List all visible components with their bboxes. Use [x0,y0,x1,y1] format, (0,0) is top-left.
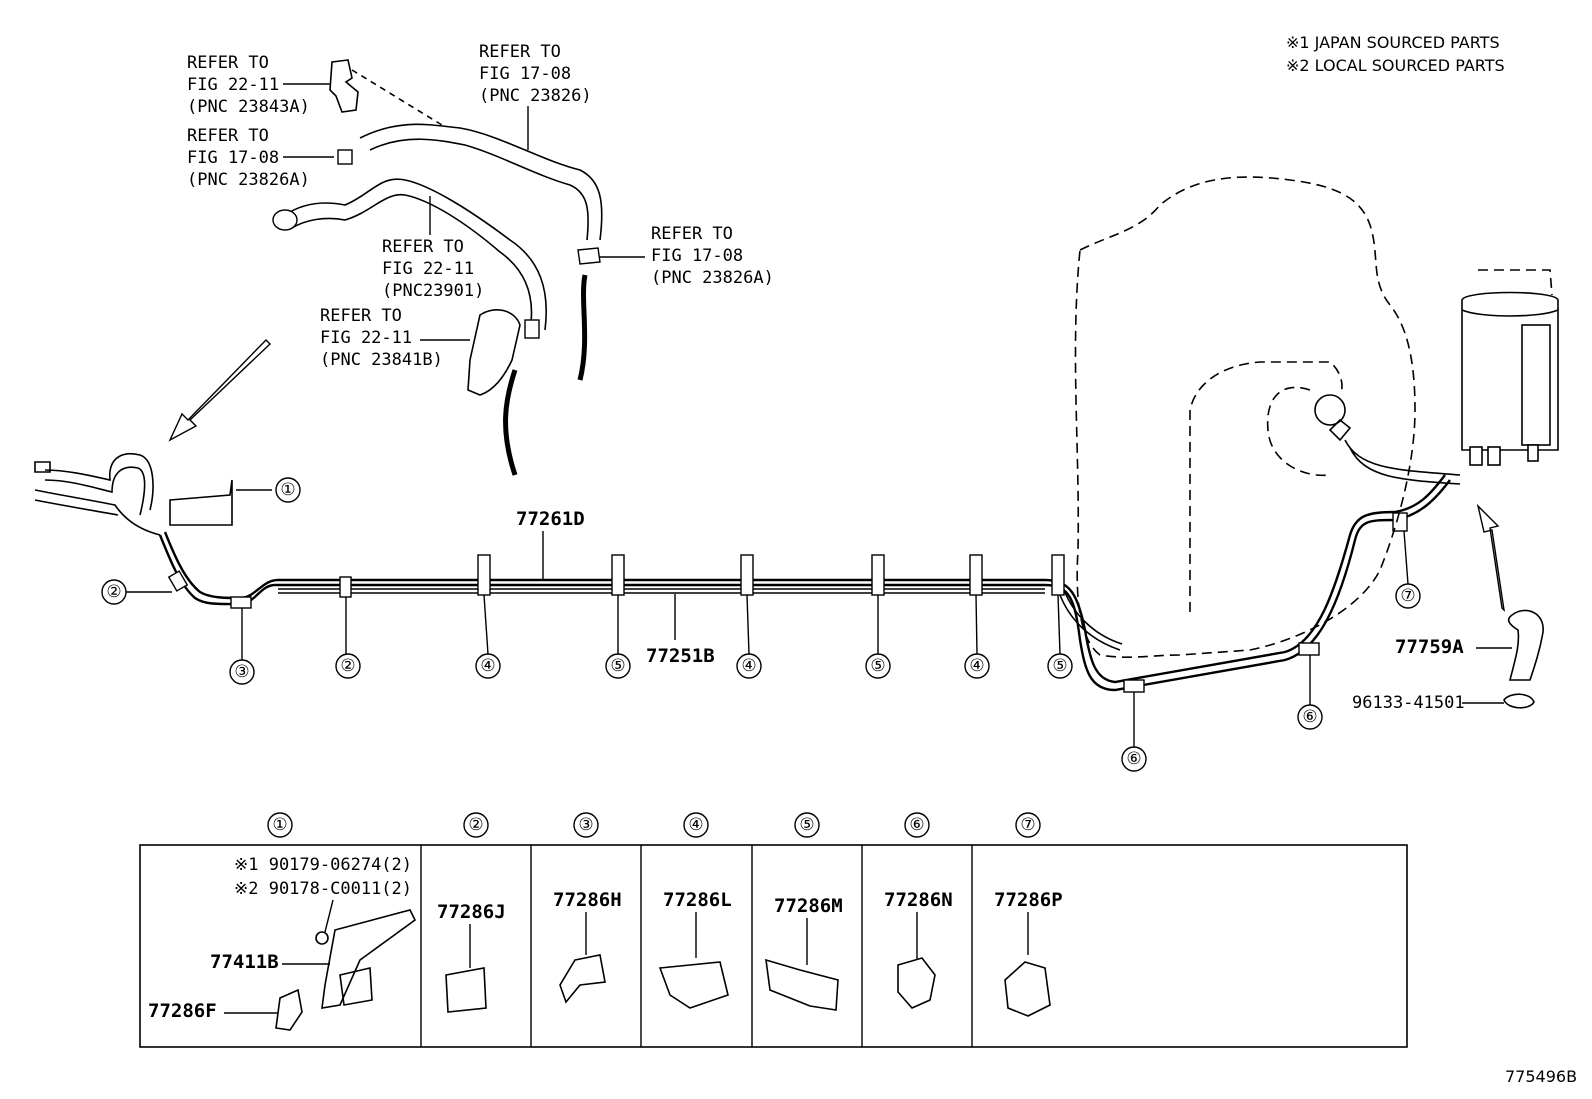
view-arrow-right-icon [1476,503,1506,612]
svg-text:FIG 17-08: FIG 17-08 [651,246,743,266]
svg-text:②: ② [340,656,355,676]
svg-text:⑤: ⑤ [610,656,625,676]
ref-label-23841b[interactable]: REFER TO FIG 22-11 (PNC 23841B) [320,306,443,370]
svg-text:(PNC 23826A): (PNC 23826A) [187,170,310,190]
svg-text:REFER TO: REFER TO [320,306,402,326]
part-77286h-label[interactable]: 77286H [553,889,622,911]
main-fuel-tubes [158,474,1451,692]
filler-hose-assembly [272,59,603,476]
svg-text:②: ② [106,582,121,602]
part-77286p-label[interactable]: 77286P [994,889,1063,911]
svg-text:REFER TO: REFER TO [187,53,269,73]
screw-local-label[interactable]: ※2 90178-C0011(2) [234,879,412,899]
svg-text:REFER TO: REFER TO [479,42,561,62]
legend-header-4: ④ [688,815,703,835]
part-77759a-label[interactable]: 77759A [1395,636,1464,658]
view-arrow-left-icon [168,339,272,442]
part-96133-41501-label[interactable]: 96133-41501 [1352,693,1465,713]
ref-label-23826a-left[interactable]: REFER TO FIG 17-08 (PNC 23826A) [187,126,310,190]
legend-header-1: ① [272,815,287,835]
svg-text:④: ④ [480,656,495,676]
ref-label-23843a[interactable]: REFER TO FIG 22-11 (PNC 23843A) [187,53,310,117]
screw-japan-label[interactable]: ※1 90179-06274(2) [234,855,412,875]
svg-text:⑥: ⑥ [1126,749,1141,769]
svg-text:⑥: ⑥ [1302,707,1317,727]
svg-text:④: ④ [969,656,984,676]
svg-text:⑦: ⑦ [1400,586,1415,606]
ref-label-23826a-right[interactable]: REFER TO FIG 17-08 (PNC 23826A) [651,224,774,288]
svg-text:①: ① [280,480,295,500]
svg-text:FIG 17-08: FIG 17-08 [479,64,571,84]
svg-text:⑤: ⑤ [1052,656,1067,676]
part-77286j-label[interactable]: 77286J [437,901,506,923]
svg-text:FIG 22-11: FIG 22-11 [320,328,412,348]
note-local-sourced: ※2 LOCAL SOURCED PARTS [1286,56,1505,75]
legend-header-6: ⑥ [909,815,924,835]
main-callouts: ① ② ③ ② ④ ⑤ ④ ⑤ ④ ⑤ ⑥ ⑥ ⑦ [101,477,1421,772]
svg-text:REFER TO: REFER TO [382,237,464,257]
legend-header-7: ⑦ [1020,815,1035,835]
part-77261d-label[interactable]: 77261D [516,508,585,530]
line-clamps [167,512,1408,693]
legend-header-3: ③ [578,815,593,835]
svg-text:REFER TO: REFER TO [651,224,733,244]
ref-label-23901[interactable]: REFER TO FIG 22-11 (PNC23901) [382,237,484,301]
clamp-legend-table: ① ② ③ ④ ⑤ ⑥ ⑦ ※1 90179-06274(2) ※2 90178… [139,812,1408,1048]
fuel-tank-outline [1074,176,1416,659]
part-77286f-label[interactable]: 77286F [148,1000,217,1022]
svg-text:⑤: ⑤ [870,656,885,676]
part-77286l-label[interactable]: 77286L [663,889,732,911]
svg-text:(PNC 23826A): (PNC 23826A) [651,268,774,288]
part-77286m-label[interactable]: 77286M [774,895,843,917]
note-japan-sourced: ※1 JAPAN SOURCED PARTS [1286,33,1500,52]
svg-text:④: ④ [741,656,756,676]
svg-text:③: ③ [234,662,249,682]
hose-clamp-icon [1503,693,1535,709]
legend-header-2: ② [468,815,483,835]
svg-text:FIG 17-08: FIG 17-08 [187,148,279,168]
legend-header-5: ⑤ [799,815,814,835]
diagram-id: 775496B [1505,1067,1577,1086]
svg-text:(PNC 23843A): (PNC 23843A) [187,97,310,117]
filler-pipe-left [34,453,233,536]
part-77286n-label[interactable]: 77286N [884,889,953,911]
svg-text:FIG 22-11: FIG 22-11 [382,259,474,279]
svg-text:(PNC 23826): (PNC 23826) [479,86,592,106]
part-77411b-label[interactable]: 77411B [210,951,279,973]
ref-label-23826[interactable]: REFER TO FIG 17-08 (PNC 23826) [479,42,592,106]
fuel-pump-unit [1314,394,1461,485]
part-77251b-label[interactable]: 77251B [646,645,715,667]
charcoal-canister [1461,269,1559,466]
svg-text:FIG 22-11: FIG 22-11 [187,75,279,95]
hose-77759a [1507,609,1544,681]
svg-text:(PNC23901): (PNC23901) [382,281,484,301]
svg-text:(PNC 23841B): (PNC 23841B) [320,350,443,370]
svg-text:REFER TO: REFER TO [187,126,269,146]
